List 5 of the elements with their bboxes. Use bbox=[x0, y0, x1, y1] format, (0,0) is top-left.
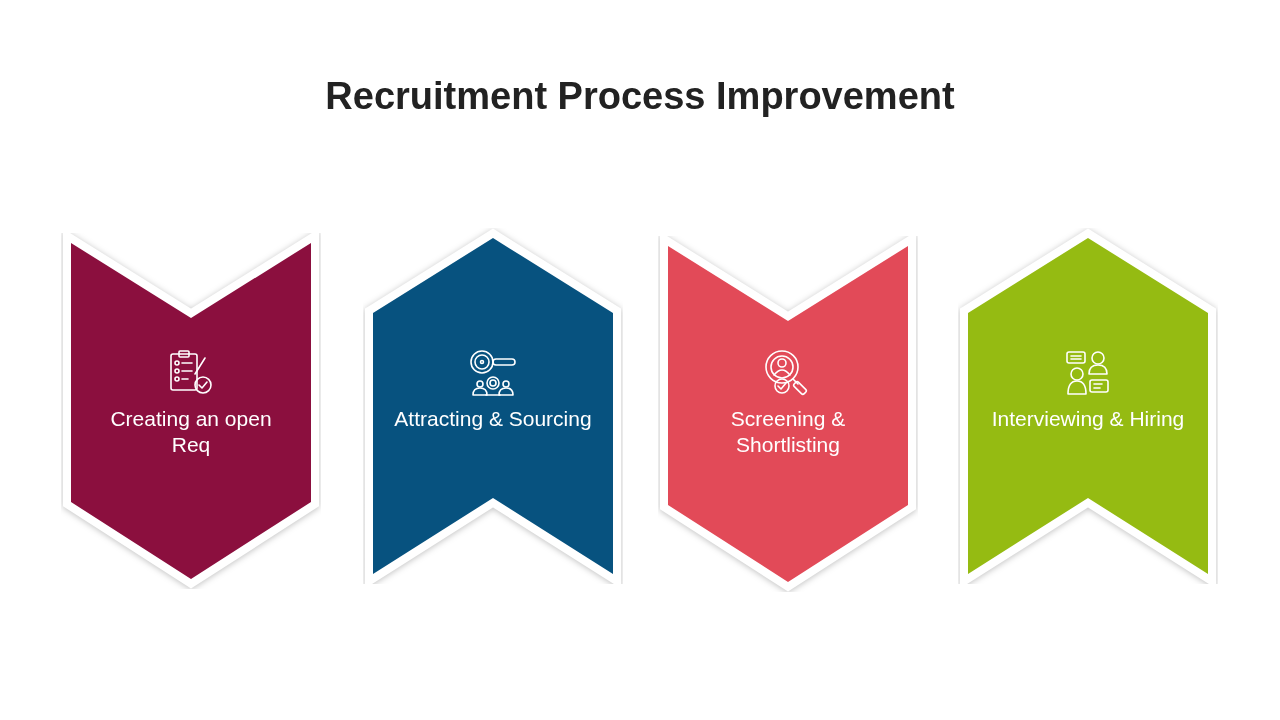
step-label: Creating an open Req bbox=[109, 406, 273, 458]
title: Recruitment Process Improvement bbox=[324, 74, 956, 119]
step-label: Interviewing & Hiring bbox=[991, 406, 1185, 432]
step-label: Screening & Shortlisting bbox=[729, 406, 847, 458]
step-label: Attracting & Sourcing bbox=[394, 406, 592, 432]
